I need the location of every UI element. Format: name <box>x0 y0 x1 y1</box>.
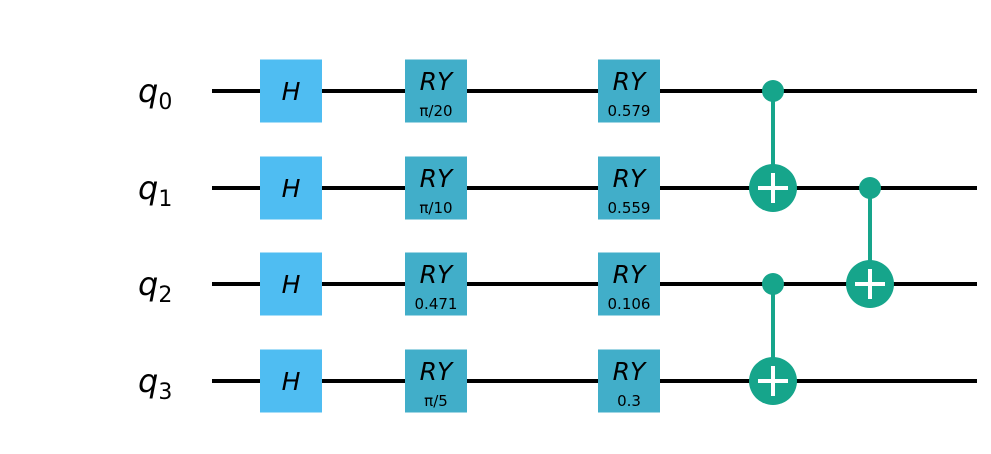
qubit-labels: q0 q1 q2 q3 <box>138 72 172 405</box>
gate-box <box>260 349 322 413</box>
gate-box <box>598 59 660 123</box>
gate-label: RY <box>613 67 647 96</box>
gate-label: H <box>282 367 301 396</box>
gate-box <box>405 252 467 316</box>
gate-label: H <box>282 270 301 299</box>
gate-parameter: 0.471 <box>415 295 458 313</box>
gate-box <box>260 252 322 316</box>
qubit-label-3: q3 <box>138 362 172 405</box>
ry-gate-q3: RY π/5 <box>405 349 467 413</box>
ry-gate-q1: RY 0.559 <box>598 156 660 220</box>
qubit-label-0: q0 <box>138 72 172 115</box>
gate-label: H <box>282 174 301 203</box>
qubit-wires <box>212 89 977 383</box>
ry-gate-q1: RY π/10 <box>405 156 467 220</box>
gate-parameter: 0.3 <box>617 392 641 410</box>
gate-box <box>598 156 660 220</box>
qubit-label-2: q2 <box>138 265 172 308</box>
ry-gate-q0: RY 0.579 <box>598 59 660 123</box>
single-qubit-gates: HHHHRYπ/20RYπ/10RY0.471RYπ/5RY0.579RY0.5… <box>260 59 660 413</box>
gate-label: H <box>282 77 301 106</box>
h-gate-q2: H <box>260 252 322 316</box>
control-dot <box>762 273 784 295</box>
qubit-label-1: q1 <box>138 169 172 212</box>
target-plus-icon <box>749 357 797 405</box>
gate-label: RY <box>420 67 454 96</box>
control-dot <box>762 80 784 102</box>
gate-parameter: 0.559 <box>608 199 651 217</box>
h-gate-q3: H <box>260 349 322 413</box>
gate-label: RY <box>613 357 647 386</box>
ry-gate-q2: RY 0.106 <box>598 252 660 316</box>
ry-gate-q3: RY 0.3 <box>598 349 660 413</box>
gate-label: RY <box>613 164 647 193</box>
gate-parameter: π/5 <box>424 392 448 410</box>
gate-box <box>405 349 467 413</box>
target-plus-icon <box>749 164 797 212</box>
gate-label: RY <box>420 357 454 386</box>
gate-parameter: π/20 <box>419 102 452 120</box>
gate-box <box>260 156 322 220</box>
ry-gate-q2: RY 0.471 <box>405 252 467 316</box>
gate-label: RY <box>420 260 454 289</box>
h-gate-q1: H <box>260 156 322 220</box>
cnot-gate-0 <box>749 80 797 212</box>
control-dot <box>859 177 881 199</box>
gate-box <box>260 59 322 123</box>
gate-box <box>405 156 467 220</box>
h-gate-q0: H <box>260 59 322 123</box>
cnot-gate-1 <box>749 273 797 405</box>
gate-parameter: 0.579 <box>608 102 651 120</box>
gate-parameter: π/10 <box>419 199 452 217</box>
gate-parameter: 0.106 <box>608 295 651 313</box>
gate-box <box>598 349 660 413</box>
gate-label: RY <box>420 164 454 193</box>
cnot-gate-2 <box>846 177 894 308</box>
gate-box <box>598 252 660 316</box>
cnot-gates <box>749 80 894 405</box>
ry-gate-q0: RY π/20 <box>405 59 467 123</box>
gate-label: RY <box>613 260 647 289</box>
target-plus-icon <box>846 260 894 308</box>
gate-box <box>405 59 467 123</box>
